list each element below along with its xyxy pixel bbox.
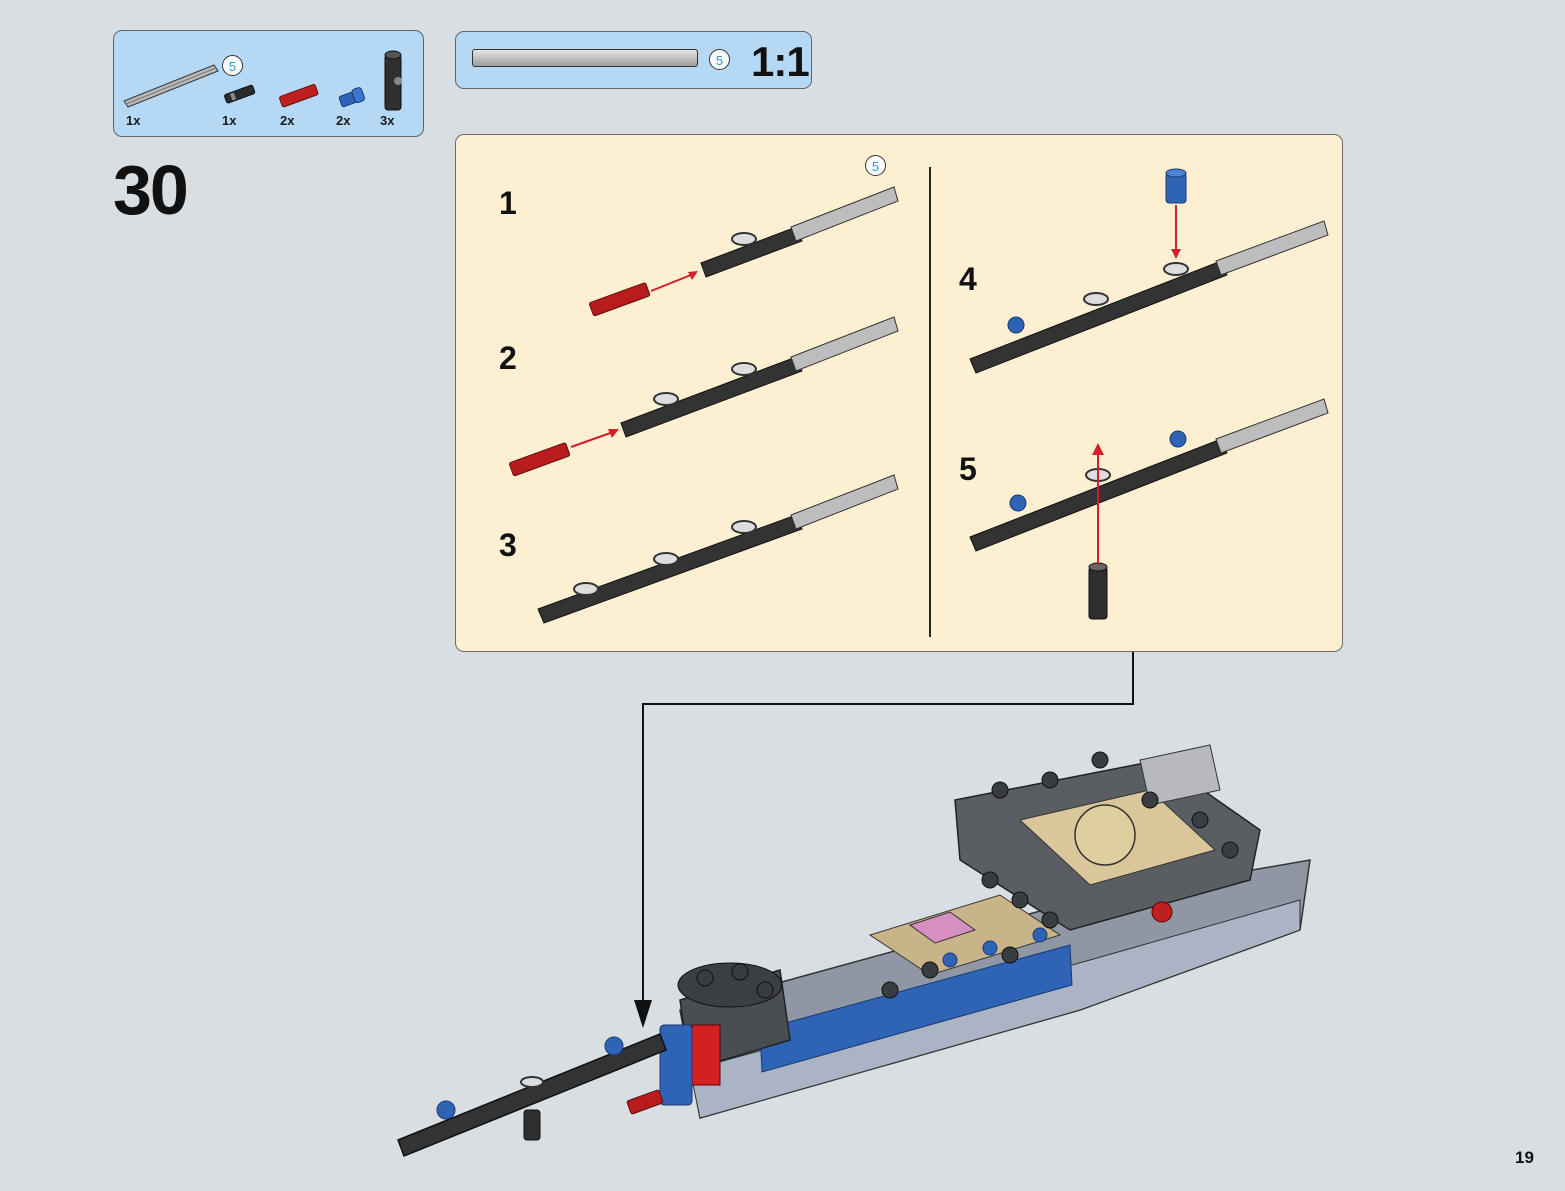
page-number: 19 <box>1515 1148 1534 1168</box>
arrow-icon <box>634 1000 652 1028</box>
